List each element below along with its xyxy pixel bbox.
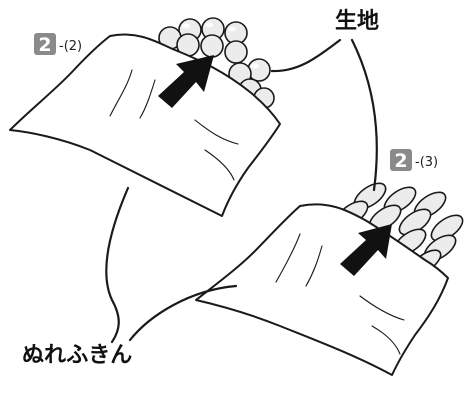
wet-cloth-leader-line <box>105 186 130 344</box>
dough-leader-line <box>350 38 378 192</box>
step-2-2-illustration: 2 -(2) <box>9 17 281 217</box>
step-number: 2 <box>38 34 51 56</box>
dough-callout: 生地 <box>270 9 379 192</box>
wet-cloth-callout: ぬれふきん <box>22 186 238 368</box>
push-arrow-1 <box>158 55 214 108</box>
dough-balls-group <box>158 17 275 109</box>
wet-cloth-label: ぬれふきん <box>22 343 132 368</box>
dough-label: 生地 <box>335 9 379 34</box>
dough-ovals-group <box>335 182 464 275</box>
dough-leader-line <box>270 38 342 73</box>
step-number: 2 <box>394 150 407 172</box>
dough-ball <box>247 58 271 82</box>
step-sub-label: -(3) <box>415 155 438 170</box>
push-arrow-2 <box>340 224 392 276</box>
wet-cloth-1 <box>9 33 281 217</box>
step-2-3-illustration: 2 -(3) <box>195 149 464 376</box>
step-badge-2-3: 2 -(3) <box>390 149 438 172</box>
dough-ball <box>224 40 248 64</box>
dough-ball <box>200 34 224 58</box>
step-badge-2-2: 2 -(2) <box>34 33 82 56</box>
step-sub-label: -(2) <box>59 39 82 54</box>
wet-cloth-leader-line <box>128 284 238 342</box>
